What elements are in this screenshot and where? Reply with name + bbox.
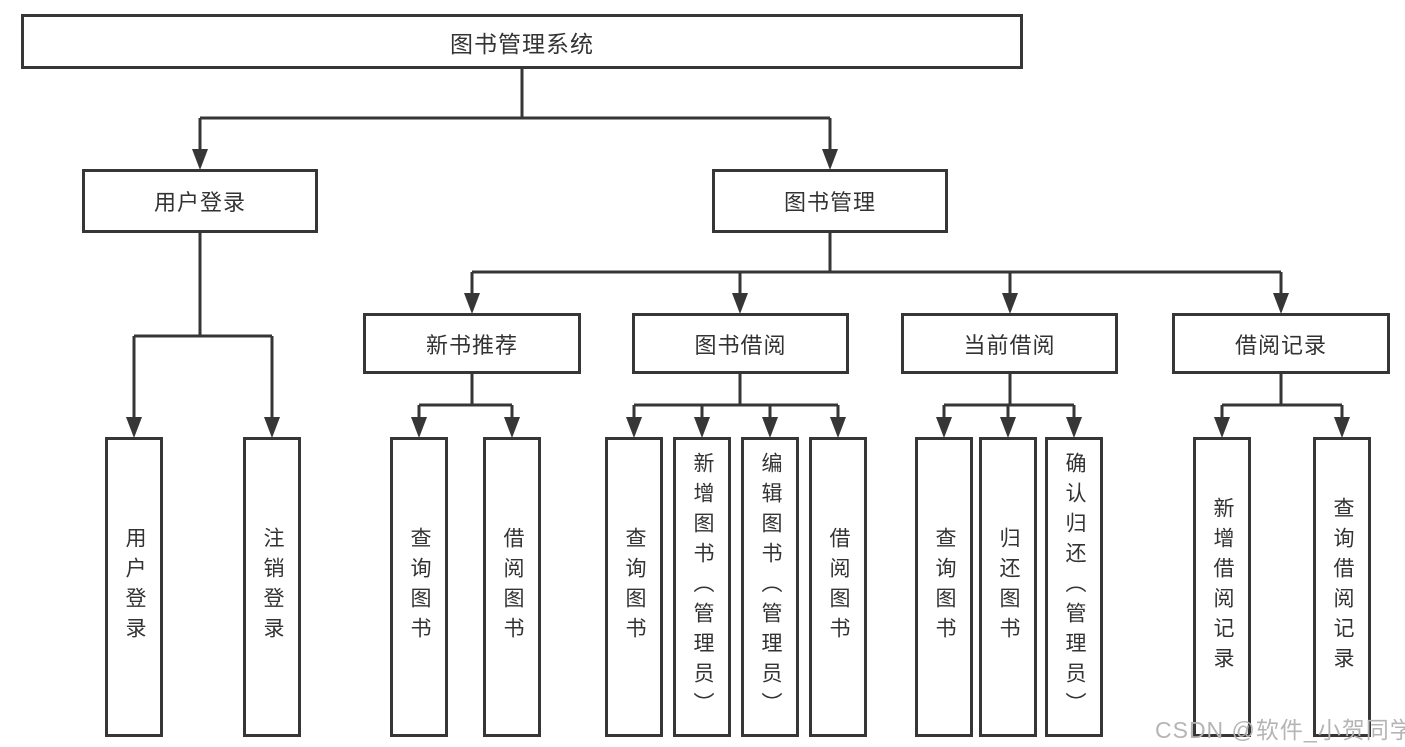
leaf-logout: 注销登录 [243,437,301,737]
node-book-borrow: 图书借阅 [632,313,849,374]
leaf-user-login: 用户登录 [105,437,163,737]
node-user-login-branch: 用户登录 [82,169,318,233]
leaf-borrow-books: 借阅图书 [809,437,867,737]
node-new-book-recommend: 新书推荐 [363,313,581,374]
csdn-watermark: CSDN @软件_小贺同学 [1155,717,1405,743]
node-borrow-records: 借阅记录 [1172,313,1390,374]
leaf-confirm-return-admin: 确认归还（管理员） [1045,437,1103,737]
leaf-query-books-current: 查询图书 [915,437,973,737]
leaf-borrow-books-recommend: 借阅图书 [483,437,541,737]
node-current-borrow: 当前借阅 [901,313,1118,374]
node-root-system: 图书管理系统 [21,14,1023,69]
node-book-management-branch: 图书管理 [712,169,948,233]
leaf-query-books-borrow: 查询图书 [605,437,663,737]
leaf-add-books-admin: 新增图书（管理员） [673,437,731,737]
leaf-edit-books-admin: 编辑图书（管理员） [741,437,799,737]
leaf-query-borrow-record: 查询借阅记录 [1313,437,1371,737]
leaf-query-books-recommend: 查询图书 [390,437,448,737]
leaf-return-books: 归还图书 [979,437,1037,737]
leaf-add-borrow-record: 新增借阅记录 [1193,437,1251,737]
